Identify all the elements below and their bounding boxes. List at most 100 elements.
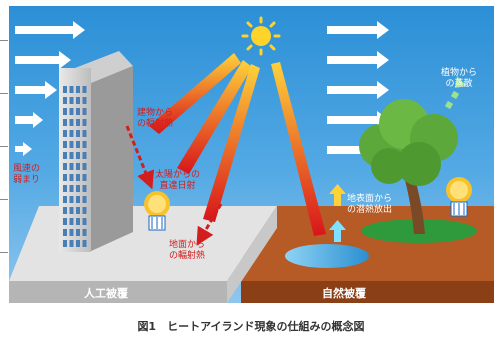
building-window: [76, 229, 80, 236]
latent-heat-label: 地表面からの潜熱放出: [347, 194, 393, 215]
building-window: [76, 130, 80, 137]
illustration: [9, 16, 494, 303]
building-window: [76, 196, 80, 203]
wind-arrow-icon: [15, 81, 57, 99]
ground-radiation-arrow: [196, 203, 223, 246]
building-window: [69, 119, 74, 126]
page-edge-mark: [0, 252, 8, 253]
building-window: [76, 174, 80, 181]
building-window: [69, 86, 74, 93]
building-window: [82, 152, 87, 159]
building-window: [82, 130, 87, 137]
building-window: [76, 240, 80, 247]
building-window: [82, 229, 87, 236]
sun-mascot-right: [446, 177, 472, 217]
wind-arrows-right: [327, 21, 389, 159]
building-radiation-label: 建物からの輻射熱: [137, 108, 174, 129]
building-window: [82, 174, 87, 181]
radiation-arrows: [125, 125, 223, 246]
building-window: [76, 86, 80, 93]
building-window: [82, 108, 87, 115]
artificial-ground: [9, 206, 277, 303]
wind-arrow-icon: [327, 21, 389, 39]
wind-arrow-icon: [15, 142, 32, 156]
building-window: [76, 207, 80, 214]
sun-icon: [241, 16, 281, 56]
building-window: [63, 119, 67, 126]
building-window: [69, 174, 74, 181]
transpiration-arrows: [444, 76, 467, 110]
natural-cover-label: 自然被覆: [322, 287, 366, 300]
building-window: [69, 108, 74, 115]
building-window: [63, 240, 67, 247]
wind-arrow-icon: [15, 112, 43, 128]
building-window: [63, 130, 67, 137]
page-edge-mark: [0, 146, 8, 147]
building-window: [63, 86, 67, 93]
wind-arrows-left: [15, 21, 85, 156]
building-radiation-arrow: [125, 125, 155, 190]
building-window: [63, 108, 67, 115]
figure-caption: 図1 ヒートアイランド現象の仕組みの概念図: [137, 320, 365, 333]
wind-arrow-icon: [327, 51, 389, 69]
building-window: [69, 218, 74, 225]
building-window: [76, 141, 80, 148]
building-window: [76, 119, 80, 126]
wind-arrow-icon: [327, 141, 389, 159]
building-window: [82, 196, 87, 203]
sun-mascot-left: [144, 191, 170, 231]
building-window: [63, 218, 67, 225]
building-window: [63, 229, 67, 236]
latent-heat-arrows: [329, 184, 346, 242]
sun-ray: [271, 62, 326, 236]
building-window: [76, 108, 80, 115]
building-window: [63, 97, 67, 104]
pond: [285, 244, 369, 268]
ground-radiation-label: 地面からの輻射熱: [169, 240, 206, 261]
building-window: [82, 207, 87, 214]
building-window: [76, 218, 80, 225]
building-window: [69, 97, 74, 104]
building-window: [82, 185, 87, 192]
building-window: [76, 185, 80, 192]
tree: [359, 99, 458, 234]
building-window: [82, 86, 87, 93]
building-window: [63, 141, 67, 148]
wind-arrow-icon: [15, 21, 85, 39]
building-window: [69, 229, 74, 236]
building-window: [63, 207, 67, 214]
wind-weakening-label: 風速の弱まり: [13, 164, 41, 185]
building-window: [76, 152, 80, 159]
building-window: [82, 97, 87, 104]
building-window: [69, 185, 74, 192]
building-window: [63, 174, 67, 181]
building-windows: [63, 86, 87, 247]
page-edge-mark: [0, 199, 8, 200]
building-window: [69, 141, 74, 148]
building-window: [82, 218, 87, 225]
sun-ray: [177, 60, 252, 174]
direct-sunlight-rays: [149, 53, 326, 236]
sun-ray: [203, 64, 260, 222]
sun-ray: [149, 53, 241, 134]
building-window: [76, 97, 80, 104]
page-edge-mark: [0, 93, 8, 94]
wind-arrow-icon: [15, 51, 71, 69]
building-window: [69, 240, 74, 247]
direct-sunlight-label: 太陽からの直達日射: [155, 170, 201, 191]
building-window: [69, 207, 74, 214]
diagram-panel: 風速の弱まり 建物からの輻射熱 太陽からの直達日射 地面からの輻射熱 地表面から…: [9, 6, 494, 303]
building-window: [63, 196, 67, 203]
building-window: [63, 152, 67, 159]
building-window: [63, 185, 67, 192]
building-window: [63, 163, 67, 170]
building-window: [69, 196, 74, 203]
wind-arrow-icon: [327, 81, 389, 99]
building-window: [82, 141, 87, 148]
plant-transpiration-label: 植物からの蒸散: [441, 68, 478, 89]
building-window: [69, 152, 74, 159]
page-edge-mark: [0, 40, 8, 41]
building-window: [82, 119, 87, 126]
building-window: [82, 163, 87, 170]
